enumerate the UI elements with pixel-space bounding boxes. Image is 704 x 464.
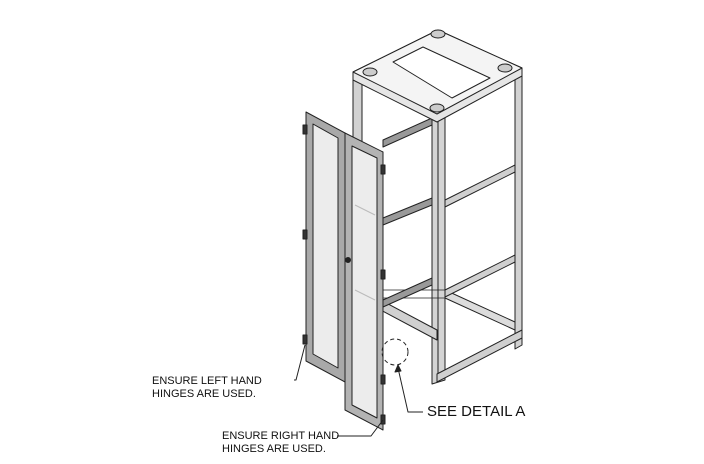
detail-a-circle — [381, 338, 409, 366]
left-hinge-callout: ENSURE LEFT HAND HINGES ARE USED. — [152, 375, 262, 401]
hinge-icon — [380, 269, 386, 280]
callout-line: HINGES ARE USED. — [222, 443, 326, 455]
door-handle-icon — [345, 257, 351, 263]
callout-line: ENSURE RIGHT HAND — [222, 430, 340, 442]
right-hinge-leader — [337, 419, 384, 437]
callout-line: HINGES ARE USED. — [152, 388, 256, 400]
rack-frame — [352, 67, 523, 385]
see-detail-a-label: SEE DETAIL A — [427, 403, 526, 420]
cable-port-icon — [497, 63, 513, 73]
detail-leader — [397, 367, 423, 413]
hinge-icon — [380, 374, 386, 385]
right-hinge-callout: ENSURE RIGHT HAND HINGES ARE USED. — [222, 430, 339, 456]
hinge-icon — [302, 334, 308, 345]
cable-port-icon — [429, 103, 445, 113]
left-door — [302, 111, 346, 383]
rack-top-cover — [352, 29, 523, 123]
right-door — [344, 132, 386, 431]
hinge-icon — [380, 414, 386, 425]
hinge-icon — [380, 164, 386, 175]
cable-port-icon — [362, 67, 378, 77]
callout-line: ENSURE LEFT HAND — [152, 375, 262, 387]
cable-port-icon — [430, 29, 446, 39]
hinge-icon — [302, 124, 308, 135]
left-hinge-leader — [294, 344, 306, 381]
hinge-icon — [302, 229, 308, 240]
